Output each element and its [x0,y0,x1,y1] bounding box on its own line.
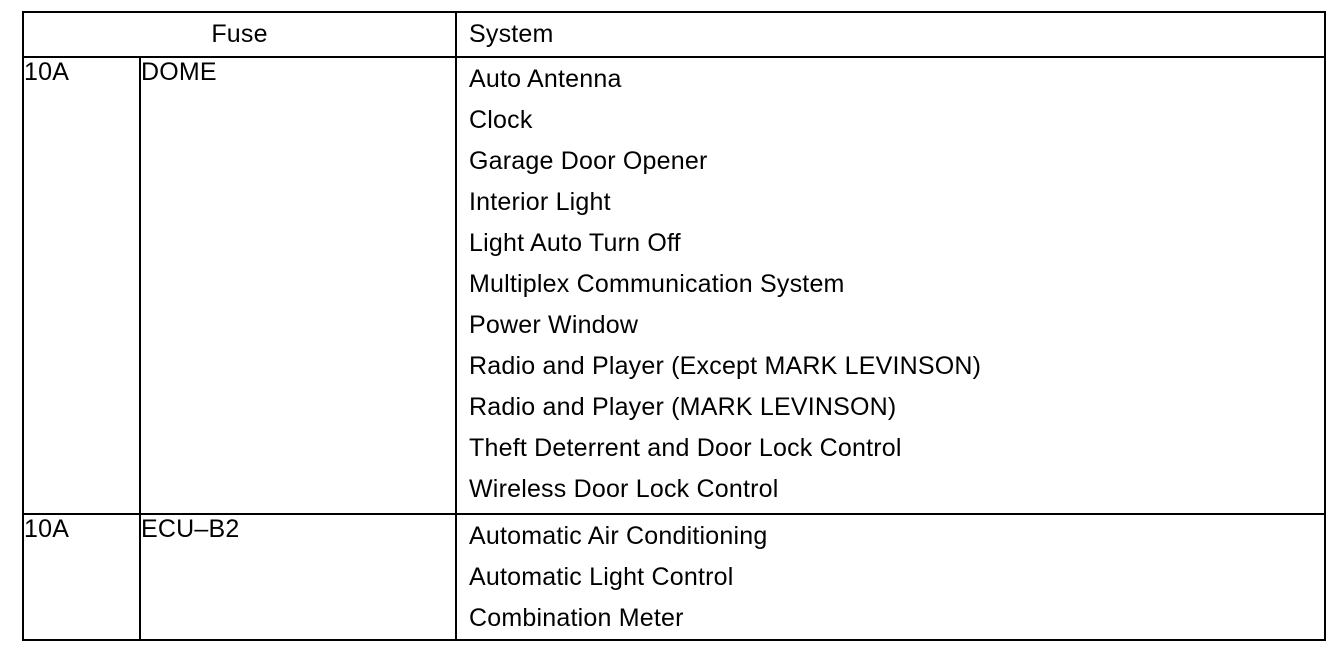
list-item: Multiplex Communication System [469,270,845,298]
header-row: Fuse System [21,11,1327,58]
table-row: 10A ECU–B2 Automatic Air Conditioning Au… [22,513,1327,641]
list-item: Automatic Light Control [469,563,734,591]
system-list: Auto Antenna Clock Garage Door Opener In… [457,58,1324,510]
list-item: Combination Meter [469,604,684,632]
list-item: Automatic Air Conditioning [469,522,768,550]
table-body: 10A DOME Auto Antenna Clock Garage Door … [22,56,1327,641]
column-header-system: System [455,11,1327,58]
fuse-amperage: 10A [22,56,141,515]
fuse-system-table: Fuse System 10A DOME Auto Antenna Clock … [21,11,1327,641]
list-item: Radio and Player (Except MARK LEVINSON) [469,352,982,380]
table-row: 10A DOME Auto Antenna Clock Garage Door … [22,56,1327,515]
fuse-amperage: 10A [22,513,141,641]
list-item: Radio and Player (MARK LEVINSON) [469,393,897,421]
list-item: Light Auto Turn Off [469,229,681,257]
list-item: Power Window [469,311,639,339]
system-list-cell: Automatic Air Conditioning Automatic Lig… [455,513,1327,641]
list-item: Auto Antenna [469,65,622,93]
fuse-name: ECU–B2 [138,513,458,641]
list-item: Clock [469,106,533,134]
fuse-name: DOME [138,56,458,515]
list-item: Garage Door Opener [469,147,708,175]
list-item: Wireless Door Lock Control [469,475,779,503]
system-list-cell: Auto Antenna Clock Garage Door Opener In… [455,56,1327,515]
list-item: Theft Deterrent and Door Lock Control [469,434,902,462]
column-header-fuse: Fuse [21,11,458,58]
system-list: Automatic Air Conditioning Automatic Lig… [457,515,1324,639]
table-header: Fuse System [21,11,1327,58]
list-item: Interior Light [469,188,611,216]
